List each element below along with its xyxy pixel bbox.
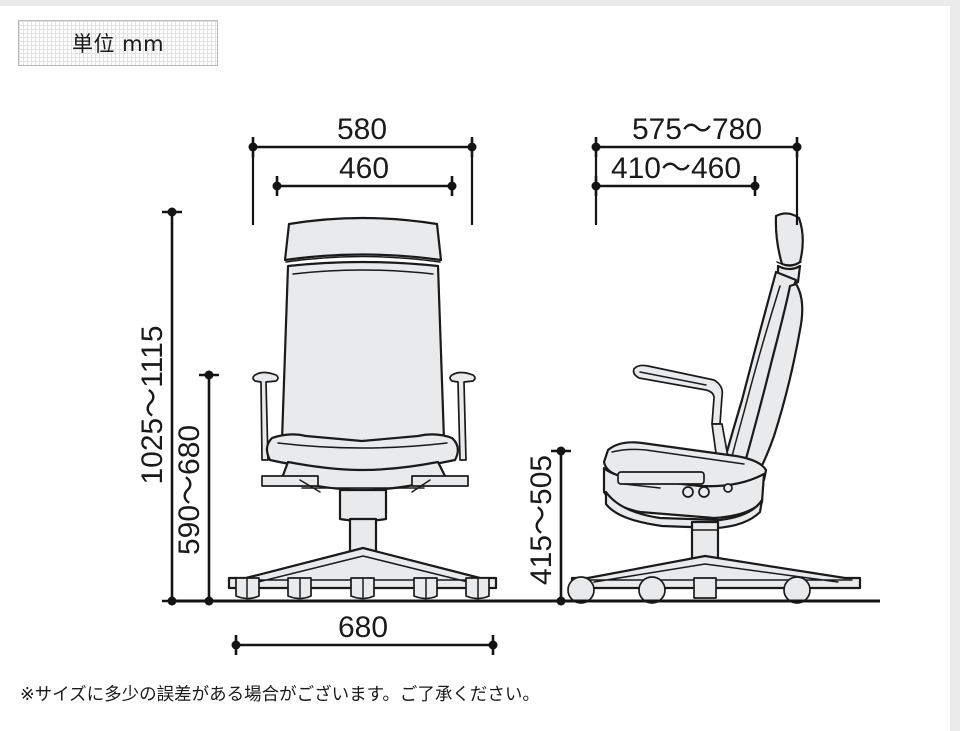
front-view [227,216,498,600]
front-backrest [280,260,446,448]
dimension-front-back-height: 590〜680 [173,370,219,606]
side-base-hub [693,577,717,599]
side-mechanism-knob-a [682,486,694,498]
front-seat-edge [277,442,448,449]
side-base-ribs [581,563,853,583]
front-armrest-right [449,371,476,461]
dimension-label-590-680: 590〜680 [173,425,206,555]
dimension-side-overall-depth: 575〜780 [591,113,802,225]
front-lever-left [261,475,319,487]
dimension-label-410-460: 410〜460 [611,152,741,185]
dimension-base-width: 680 [231,611,498,655]
side-view [567,212,862,604]
side-headrest [774,212,804,267]
dimension-label-415-505: 415〜505 [525,455,558,585]
side-seat-seam [611,448,745,465]
side-casters [567,576,811,604]
side-mechanism-knob-c [723,483,733,493]
front-casters [235,577,490,600]
dimension-label-580: 580 [337,113,387,146]
unit-label-text: 単位 mm [71,32,165,56]
side-mechanism-knob-b [698,486,710,498]
side-armrest-top [639,371,707,386]
dimension-label-1025-1115: 1025〜1115 [136,325,169,484]
front-headrest [283,216,443,262]
side-armrest [632,364,724,425]
dimension-front-overall-width: 580 [248,113,477,225]
side-mechanism-plate [617,471,705,485]
front-cylinder-housing [338,488,388,523]
dimension-label-680: 680 [338,611,388,644]
front-armrest-left [252,371,279,461]
dimension-front-total-height: 1025〜1115 [136,207,182,606]
unit-label-box: 単位 mm [18,20,218,66]
side-backrest-seam [727,285,781,473]
dimension-label-460: 460 [339,152,389,185]
dimension-label-575-780: 575〜780 [632,113,762,146]
front-headrest-seam [285,255,441,263]
front-seat [265,433,459,473]
dimension-side-seat-height: 415〜505 [525,446,571,603]
front-backrest-inner [292,269,434,275]
front-lever-right [411,475,469,487]
dimension-front-seat-width: 460 [272,152,457,196]
front-mechanism-detail [299,479,431,493]
side-headrest-seam [776,261,802,266]
dimension-side-seat-depth: 410〜460 [591,152,760,196]
footnote-text: ※サイズに多少の誤差がある場合がございます。ご了承ください。 [20,685,540,705]
side-seat-shell [604,490,764,530]
